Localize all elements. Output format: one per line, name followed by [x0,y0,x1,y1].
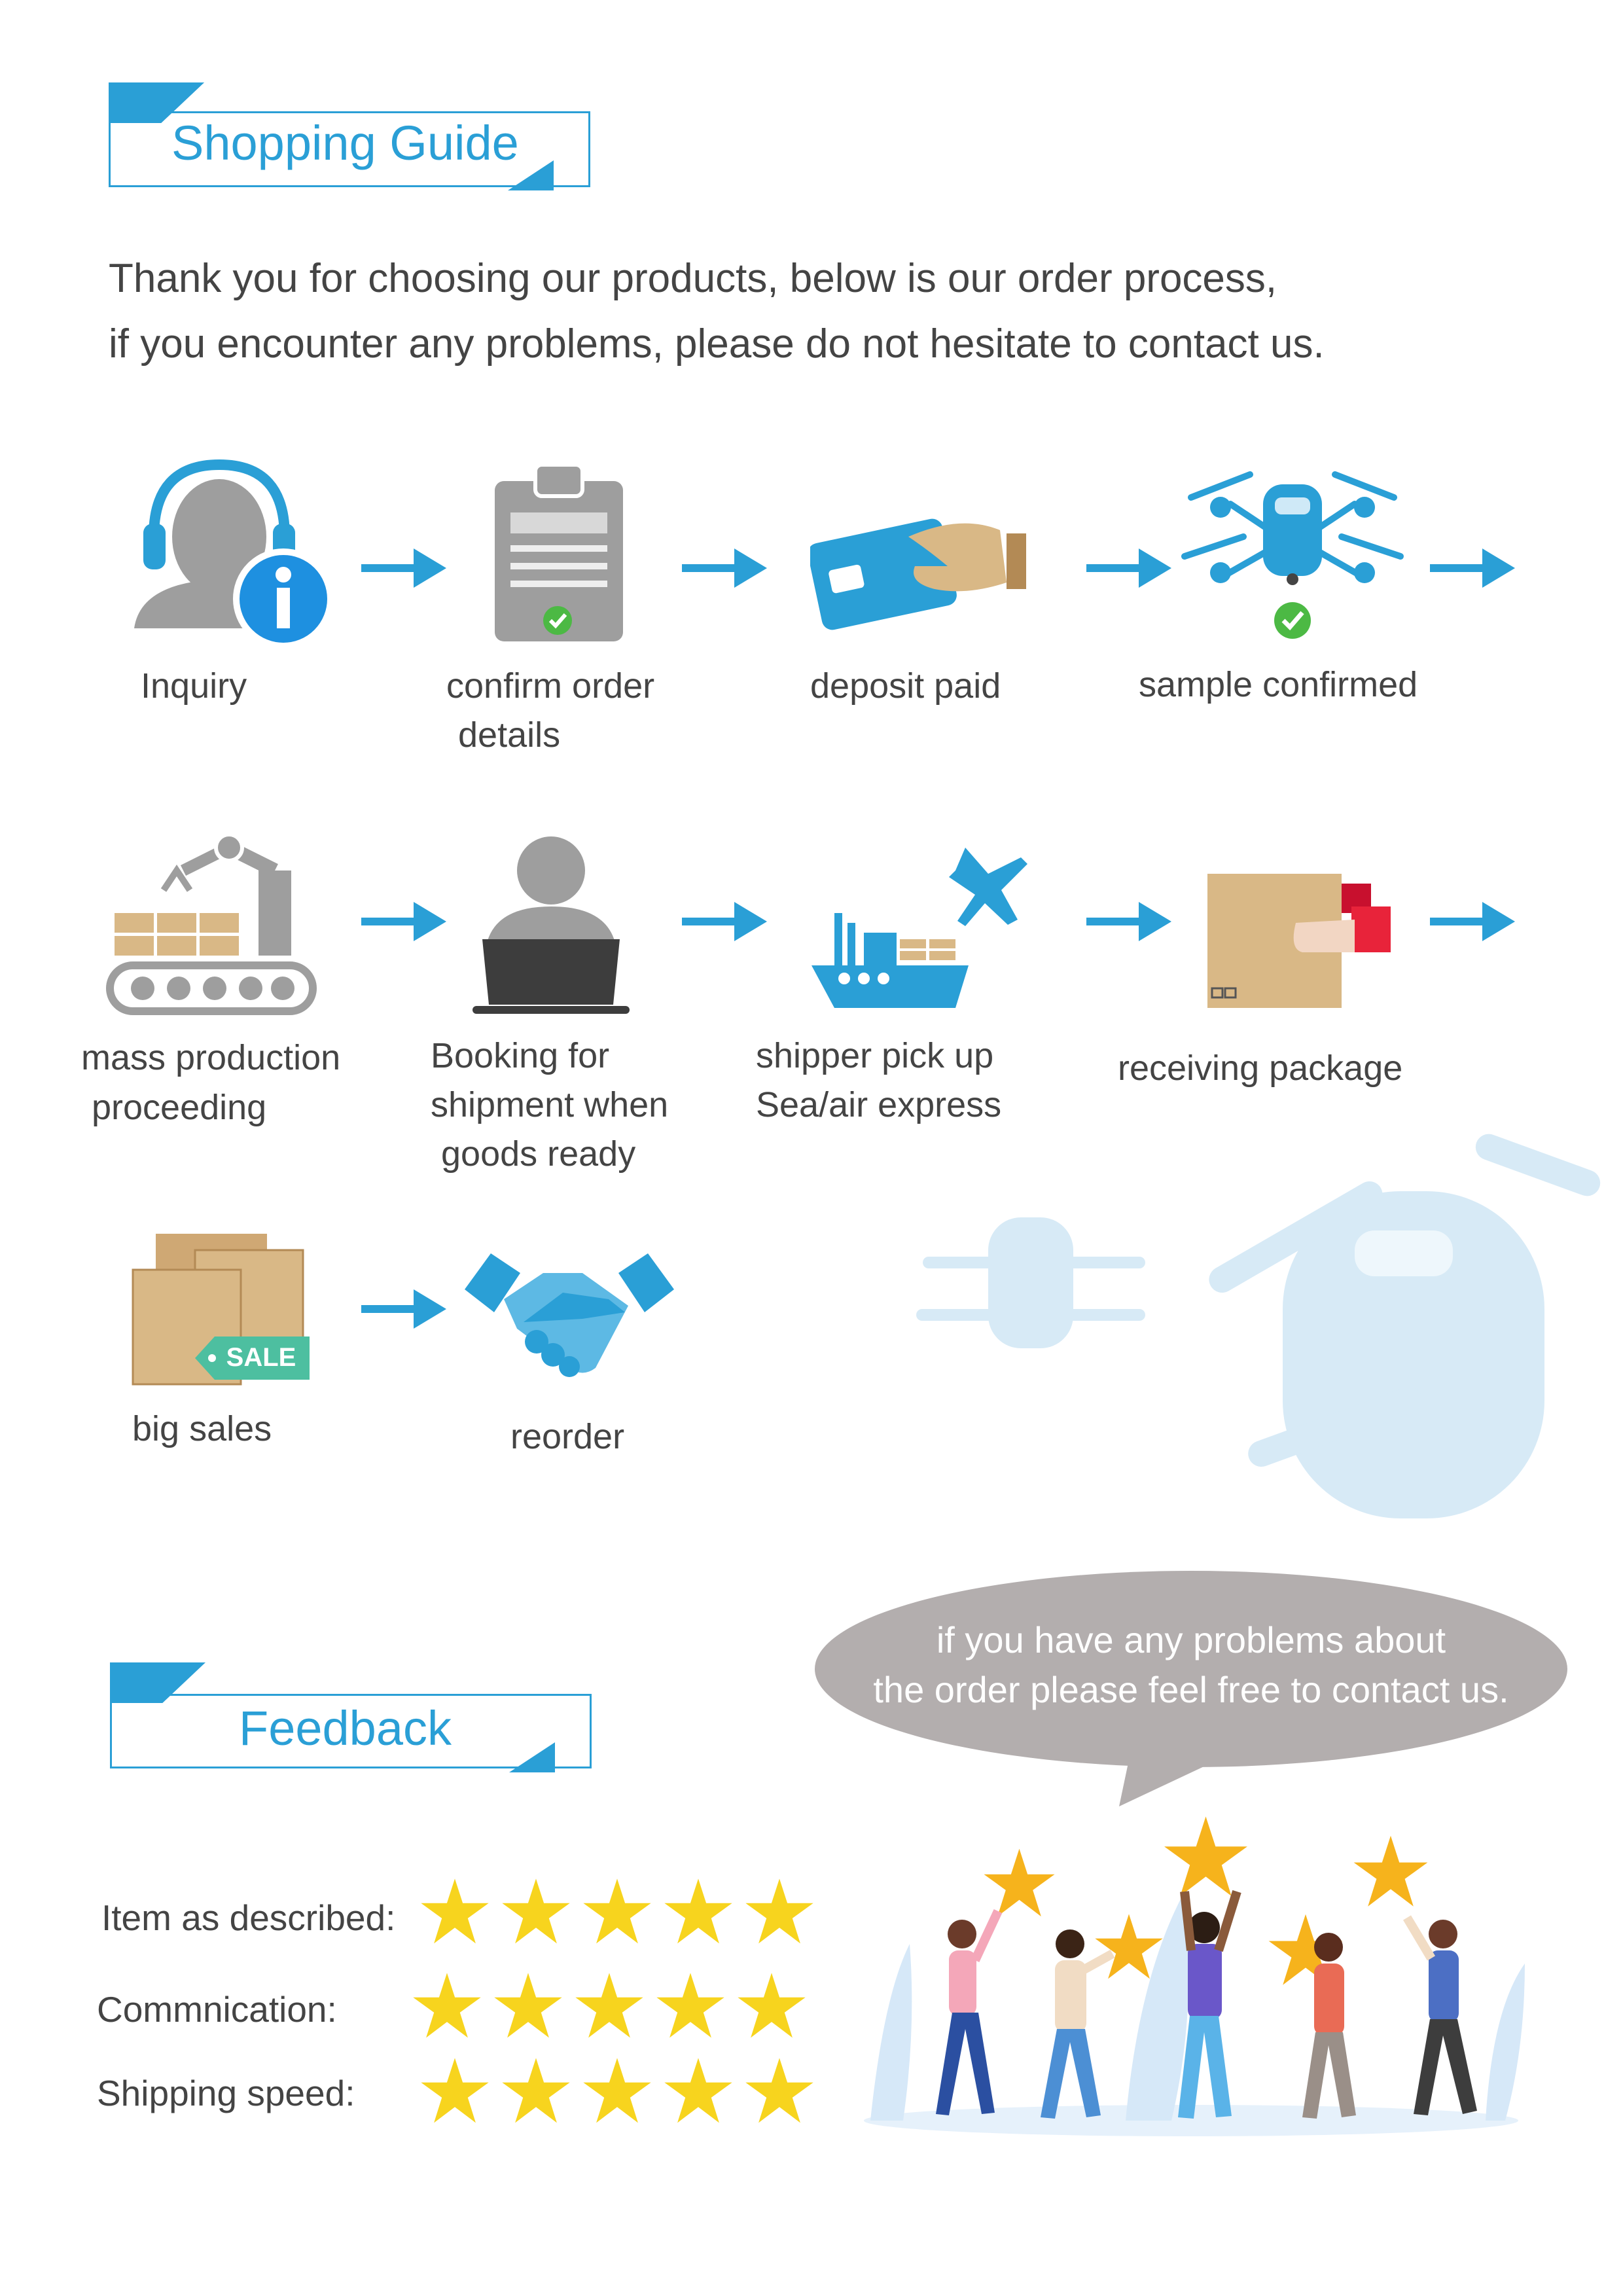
step-sample-label: sample confirmed [1139,665,1418,704]
star-icon [664,2058,732,2123]
ship-plane-icon [812,848,1027,1008]
star-icon [738,1973,806,2038]
star-icon [575,1973,643,2038]
star-icon [583,2058,651,2123]
intro-line-2: if you encounter any problems, please do… [109,321,1325,367]
bubble-text-line-2: the order please feel free to contact us… [873,1669,1509,1710]
rating-label-item-described: Item as described: [101,1897,396,1938]
step-reorder-label: reorder [510,1417,625,1456]
step-booking-label-3: goods ready [441,1134,636,1174]
feedback-title: Feedback [239,1701,452,1755]
step-confirm-label-1: confirm order [446,666,655,706]
step-receiving-label: receiving package [1118,1049,1403,1088]
rating-stars-shipping-speed [419,2055,815,2127]
step-inquiry-label: Inquiry [141,666,247,706]
factory-robot-icon [106,833,317,1015]
people-holding-stars-illustration [864,1816,1525,2136]
step-mass-label-2: proceeding [92,1088,267,1127]
star-icon [502,1878,570,1944]
shopping-guide-title: Shopping Guide [171,116,519,170]
star-icon [421,2058,489,2123]
arrow-right-icon [361,1289,446,1329]
star-icon [413,1973,481,2038]
star-icon [745,1878,813,1944]
step-deposit-label: deposit paid [810,666,1001,706]
package-receiving-icon [1207,874,1391,1008]
handshake-icon [465,1253,674,1377]
arrow-right-icon [682,548,767,588]
speech-bubble-shape [815,1571,1567,1806]
card-payment-icon [810,518,1026,630]
star-icon [583,1878,651,1944]
rating-label-communication: Commnication: [97,1989,337,2030]
step-big-sales-label: big sales [132,1409,272,1448]
arrow-right-icon [361,548,446,588]
sale-tag-label: SALE [226,1343,296,1372]
step-shipper-label-2: Sea/air express [756,1085,1002,1124]
star-icon [745,2058,813,2123]
header-triangle-decoration [509,1742,555,1772]
arrow-right-icon [1086,548,1171,588]
background-drone-illustration [916,1134,1601,1518]
star-icon [494,1973,562,2038]
step-confirm-label-2: details [458,715,561,755]
header-triangle-decoration [508,160,554,190]
arrow-right-icon [361,902,446,941]
star-icon [664,1878,732,1944]
star-icon [502,2058,570,2123]
step-booking-label-2: shipment when [431,1085,669,1124]
star-icon [656,1973,724,2038]
bubble-text-line-1: if you have any problems about [936,1619,1446,1660]
person-laptop-icon [473,836,630,1014]
arrow-right-icon [1430,548,1515,588]
step-mass-label-1: mass production [81,1038,341,1077]
rating-stars-communication [411,1970,808,2042]
sale-boxes-icon: SALE [130,1230,316,1388]
star-icon [421,1878,489,1944]
clipboard-icon [495,463,623,641]
intro-line-1: Thank you for choosing our products, bel… [109,256,1277,301]
customer-service-icon [134,459,334,649]
step-shipper-label-1: shipper pick up [756,1036,994,1075]
rating-label-shipping-speed: Shipping speed: [97,2073,355,2113]
step-booking-label-1: Booking for [431,1036,610,1075]
arrow-right-icon [1086,902,1171,941]
arrow-right-icon [682,902,767,941]
rating-stars-item-described [419,1876,815,1948]
arrow-right-icon [1430,902,1515,941]
drone-icon [1181,471,1404,639]
